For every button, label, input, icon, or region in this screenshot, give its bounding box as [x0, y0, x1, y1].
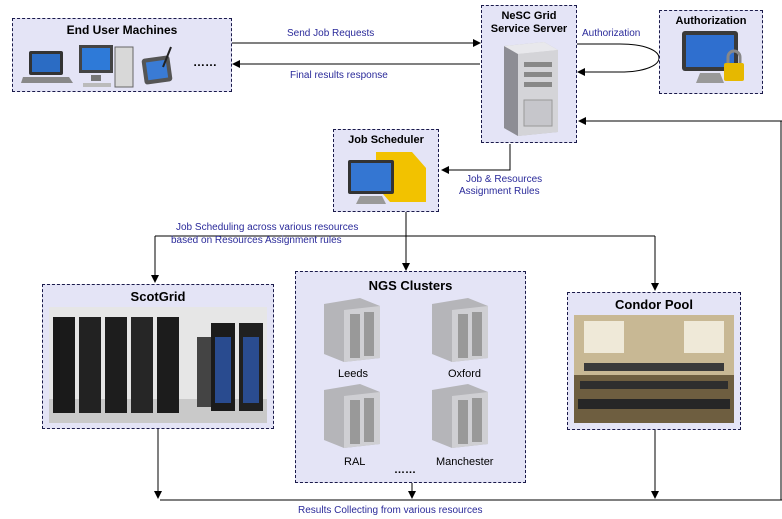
- tablet-pen-icon: [141, 46, 173, 85]
- ral-label: RAL: [344, 456, 366, 468]
- ngs-ellipsis: ……: [394, 464, 416, 476]
- laptop-icon: [21, 51, 73, 83]
- scotgrid-racks-photo: [49, 307, 267, 423]
- condor-lab-photo: [574, 315, 734, 423]
- ngs-clusters-title: NGS Clusters: [368, 278, 453, 293]
- job-resources-arrow: [441, 144, 511, 174]
- condor-pool-box: Condor Pool: [567, 292, 741, 430]
- job-scheduler-box: Job Scheduler: [333, 129, 439, 212]
- oxford-label: Oxford: [448, 368, 482, 380]
- authorization-title: Authorization: [675, 15, 747, 27]
- scotgrid-title: ScotGrid: [130, 289, 186, 304]
- desktop-computer-icon: [79, 45, 134, 88]
- job-resources-label-1: Job & Resources: [466, 174, 543, 185]
- nesc-title-line1: NeSC Grid: [501, 10, 557, 22]
- nesc-title-line2: Service Server: [490, 23, 568, 35]
- manchester-server-icon: [432, 384, 488, 448]
- secure-monitor-icon: [682, 31, 744, 83]
- authorization-box: Authorization: [659, 10, 763, 94]
- ral-server-icon: [324, 384, 380, 448]
- oxford-server-icon: [432, 298, 488, 362]
- end-user-machines-title: End User Machines: [66, 23, 178, 37]
- send-job-requests-label: Send Job Requests: [287, 28, 375, 39]
- job-scheduler-title: Job Scheduler: [348, 134, 424, 146]
- final-results-label: Final results response: [290, 70, 388, 81]
- job-resources-label-2: Assignment Rules: [459, 186, 540, 197]
- leeds-label: Leeds: [338, 368, 368, 380]
- end-user-machines-box: End User Machines ……: [12, 18, 232, 92]
- scheduling-label-1: Job Scheduling across various resources: [176, 222, 359, 233]
- manchester-label: Manchester: [436, 456, 494, 468]
- scheduler-monitor-icon: [348, 152, 426, 204]
- authorization-arrow: [576, 43, 660, 76]
- leeds-server-icon: [324, 298, 380, 362]
- scotgrid-box: ScotGrid: [42, 284, 274, 429]
- scheduling-label-2: based on Resources Assignment rules: [171, 235, 342, 246]
- ngs-clusters-box: NGS Clusters Leeds Oxford RAL Manchester…: [295, 271, 526, 483]
- results-collecting-label: Results Collecting from various resource…: [298, 505, 483, 516]
- end-users-ellipsis: ……: [193, 55, 217, 69]
- server-icon: [504, 42, 558, 136]
- nesc-grid-server-box: NeSC Grid Service Server: [481, 5, 577, 143]
- condor-pool-title: Condor Pool: [615, 297, 693, 312]
- authorization-edge-label: Authorization: [582, 28, 641, 39]
